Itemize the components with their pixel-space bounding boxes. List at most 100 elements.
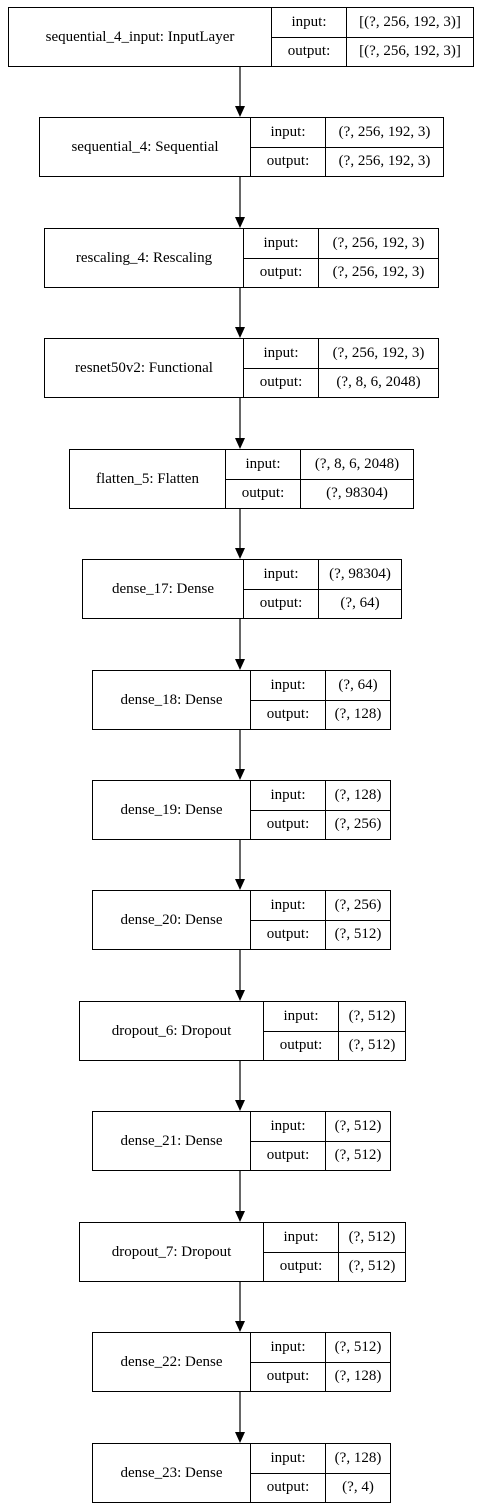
io-labels: input: output: (226, 450, 301, 508)
io-labels: input:output: (251, 1112, 326, 1170)
output-shape: (?, 512) (326, 1140, 390, 1171)
output-shape: (?, 512) (339, 1251, 405, 1282)
io-labels: input: output: (264, 1223, 339, 1281)
io-shapes: (?, 256, 192, 3)(?, 256, 192, 3) (326, 118, 443, 176)
io-shapes: (?, 8, 6, 2048)(?, 98304) (301, 450, 413, 508)
input-label: input: (245, 455, 281, 472)
io-labels: input:output: (244, 560, 319, 618)
output-label: output: (251, 146, 325, 177)
input-label: input: (291, 13, 327, 30)
layer-name: dense_20: Dense (93, 891, 251, 949)
io-labels: input: output: (251, 891, 326, 949)
arrow-head-icon (235, 659, 245, 670)
io-labels: input: output: (251, 1444, 326, 1502)
layer-name: dense_21: Dense (93, 1112, 251, 1170)
input-label: input: (263, 565, 299, 582)
io-labels: input: output: (251, 781, 326, 839)
layer-node-flatten-5: flatten_5: Flatten input: output:(?, 8, 6,… (69, 449, 414, 509)
layer-name: dropout_7: Dropout (80, 1223, 264, 1281)
layer-name: flatten_5: Flatten (70, 450, 226, 508)
io-shapes: (?, 256)(?, 512) (326, 891, 390, 949)
arrow-head-icon (235, 327, 245, 338)
arrow-head-icon (235, 217, 245, 228)
input-label: input: (270, 676, 306, 693)
arrow-head-icon (235, 438, 245, 449)
io-shapes: (?, 98304)(?, 64) (319, 560, 401, 618)
input-label: input: (283, 1228, 319, 1245)
arrow-head-icon (235, 1321, 245, 1332)
io-labels: input:output: (244, 339, 319, 397)
output-label: output: (251, 919, 325, 950)
layer-name: sequential_4: Sequential (40, 118, 251, 176)
arrow-head-icon (235, 106, 245, 117)
io-shapes: (?, 128)(?, 4) (326, 1444, 390, 1502)
input-shape: (?, 128) (334, 1449, 382, 1466)
output-shape: (?, 256, 192, 3) (319, 257, 438, 288)
arrow-head-icon (235, 879, 245, 890)
layer-name: dense_22: Dense (93, 1333, 251, 1391)
io-shapes: (?, 256, 192, 3)(?, 8, 6, 2048) (319, 339, 438, 397)
io-labels: input: output: (251, 671, 326, 729)
input-shape: (?, 512) (334, 1338, 382, 1355)
output-shape: (?, 128) (326, 1361, 390, 1392)
output-label: output: (251, 1140, 325, 1171)
input-shape: (?, 98304) (329, 565, 391, 582)
input-shape: (?, 512) (348, 1228, 396, 1245)
io-labels: input: output: (272, 8, 347, 66)
arrow-head-icon (235, 769, 245, 780)
arrow-head-icon (235, 990, 245, 1001)
output-shape: (?, 98304) (301, 478, 413, 509)
arrow-head-icon (235, 1211, 245, 1222)
output-label: output: (251, 1361, 325, 1392)
input-label: input: (283, 1007, 319, 1024)
input-label: input: (270, 786, 306, 803)
input-label: input: (270, 1449, 306, 1466)
io-shapes: (?, 512) (?, 512) (339, 1002, 405, 1060)
input-shape: (?, 512) (348, 1007, 396, 1024)
output-label: output: (264, 1030, 338, 1061)
output-label: output: (272, 36, 346, 67)
output-shape: (?, 256) (326, 809, 390, 840)
io-shapes: (?, 512) (?, 128) (326, 1333, 390, 1391)
output-label: output: (251, 699, 325, 730)
input-shape: (?, 256) (334, 896, 382, 913)
io-labels: input: output: (264, 1002, 339, 1060)
io-shapes: (?, 128) (?, 256) (326, 781, 390, 839)
layer-name: dropout_6: Dropout (80, 1002, 264, 1060)
output-label: output: (244, 367, 318, 398)
io-shapes: (?, 512) (?, 512) (339, 1223, 405, 1281)
output-shape: (?, 8, 6, 2048) (319, 367, 438, 398)
layer-name: resnet50v2: Functional (45, 339, 244, 397)
layer-node-sequential-4-input: sequential_4_input: InputLayer input: outp… (8, 7, 474, 67)
input-shape: (?, 256, 192, 3) (332, 234, 425, 251)
output-label: output: (251, 809, 325, 840)
output-label: output: (264, 1251, 338, 1282)
input-shape: [(?, 256, 192, 3)] (359, 13, 461, 30)
output-label: output: (251, 1472, 325, 1503)
output-label: output: (226, 478, 300, 509)
output-shape: (?, 128) (326, 699, 390, 730)
input-label: input: (263, 234, 299, 251)
input-shape: (?, 512) (334, 1117, 382, 1134)
io-labels: input:output: (251, 118, 326, 176)
input-label: input: (270, 1338, 306, 1355)
output-shape: (?, 512) (339, 1030, 405, 1061)
layer-name: sequential_4_input: InputLayer (9, 8, 272, 66)
input-label: input: (270, 896, 306, 913)
output-shape: (?, 256, 192, 3) (326, 146, 443, 177)
layer-name: rescaling_4: Rescaling (45, 229, 244, 287)
input-shape: (?, 128) (334, 786, 382, 803)
arrow-head-icon (235, 548, 245, 559)
layer-name: dense_19: Dense (93, 781, 251, 839)
